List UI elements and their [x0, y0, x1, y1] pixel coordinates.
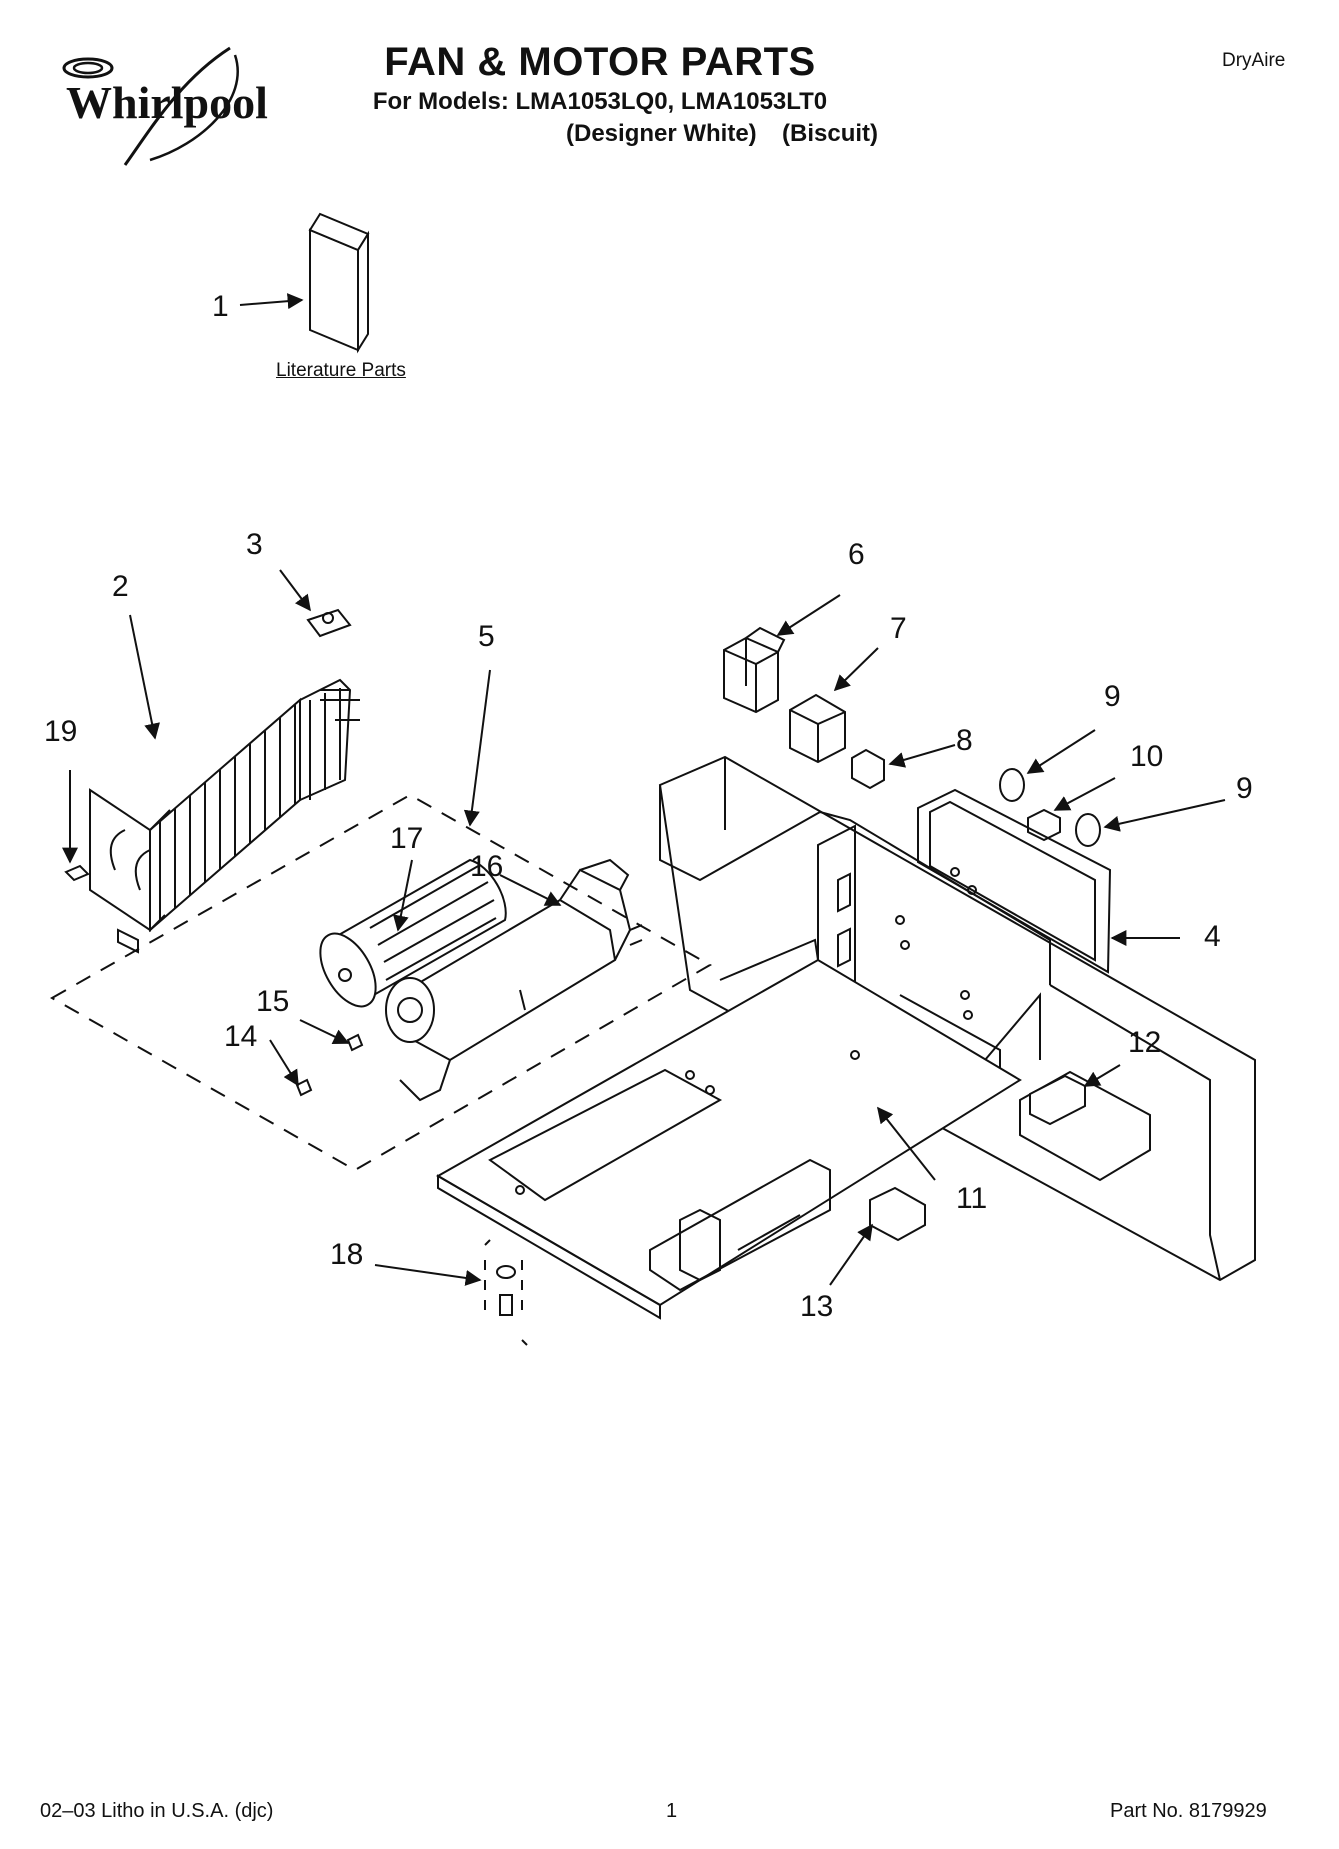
- callout-2: 2: [112, 570, 129, 603]
- mounting-screws: [295, 1033, 364, 1097]
- fan-motor: [385, 858, 643, 1102]
- callout-12: 12: [1128, 1026, 1162, 1059]
- callout-14: 14: [224, 1020, 258, 1053]
- thermostat-bracket: [306, 608, 352, 638]
- callout-9-lower: 9: [1236, 772, 1253, 805]
- wire-clip-upper: [999, 768, 1025, 802]
- footer-page-number: 1: [666, 1800, 678, 1822]
- callout-9-upper: 9: [1104, 680, 1121, 713]
- callout-13: 13: [800, 1290, 834, 1323]
- footer-part-number: Part No. 8179929: [1110, 1800, 1267, 1822]
- callout-3: 3: [246, 528, 263, 561]
- heater-assembly: [89, 678, 360, 954]
- literature-parts-label: Literature Parts: [276, 360, 406, 381]
- base-foot: [869, 1186, 926, 1242]
- wire-connector: [1027, 808, 1061, 842]
- callout-5: 5: [478, 620, 495, 653]
- page-title: FAN & MOTOR PARTS: [384, 40, 816, 84]
- callout-4: 4: [1204, 920, 1221, 953]
- selector-switch: [723, 626, 786, 714]
- terminal-block: [1019, 1070, 1151, 1182]
- base-pan: [435, 938, 1041, 1320]
- callout-16: 16: [470, 850, 504, 883]
- whirlpool-logo: Whirlpool: [30, 40, 280, 170]
- callout-10: 10: [1130, 740, 1164, 773]
- heater-clip: [64, 864, 90, 882]
- callout-11: 11: [956, 1182, 988, 1215]
- callout-19: 19: [44, 715, 78, 748]
- literature-booklet: [308, 212, 370, 354]
- blower-wheel: [319, 858, 507, 1008]
- callout-1: 1: [212, 290, 229, 323]
- callout-6: 6: [848, 538, 865, 571]
- models-line: For Models: LMA1053LQ0, LMA1053LT0: [372, 88, 828, 115]
- variant-biscuit: (Biscuit): [782, 120, 878, 147]
- callout-17: 17: [390, 822, 424, 855]
- callout-8: 8: [956, 724, 973, 757]
- footer-litho: 02–03 Litho in U.S.A. (djc): [40, 1800, 274, 1822]
- logo-text: Whirlpool: [66, 77, 268, 128]
- callout-leaders: [62, 293, 1226, 1286]
- callout-18: 18: [330, 1238, 364, 1271]
- callout-15: 15: [256, 985, 290, 1018]
- callout-7: 7: [890, 612, 907, 645]
- variant-designer-white: (Designer White): [566, 120, 757, 147]
- fan-motor-assembly-boundary: [49, 793, 713, 1172]
- product-line-label: DryAire: [1222, 50, 1286, 71]
- control-knob: [851, 748, 885, 790]
- leveling-foot: [484, 1239, 528, 1346]
- wire-clip-lower: [1075, 813, 1101, 847]
